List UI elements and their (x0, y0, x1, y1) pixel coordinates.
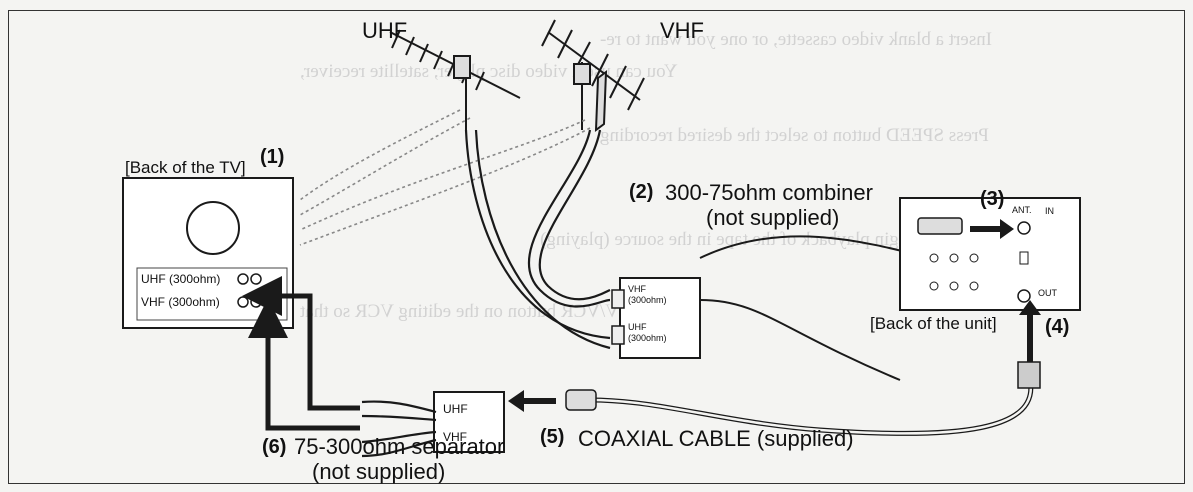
unit-title: [Back of the unit] (870, 314, 997, 333)
separator-to-tv-arrow (248, 298, 360, 431)
step-1-label: (1) (260, 146, 285, 168)
separator-name: 75-300ohm separator (294, 434, 505, 459)
antenna-down-leads (464, 129, 611, 350)
unit-ant-label: ANT. (1012, 205, 1032, 215)
combiner-vhf-port: VHF (628, 284, 646, 294)
separator-uhf-port: UHF (443, 402, 468, 416)
dotted-antenna-leads (299, 109, 591, 246)
step-2-label: (2) (629, 181, 654, 203)
step-3-label: (3) (980, 188, 1005, 210)
separator-box (361, 391, 505, 458)
separator-to-tv-arrow-upper (242, 276, 360, 411)
tv-title: [Back of the TV] (125, 158, 246, 177)
step-4-label: (4) (1045, 316, 1070, 338)
vhf-antenna-icon (541, 19, 645, 133)
direction-arrows (508, 219, 1041, 412)
diagram-frame (8, 10, 1185, 484)
tv-vhf-terminal-label: VHF (300ohm) (141, 295, 220, 309)
coaxial-cable-label: COAXIAL CABLE (supplied) (578, 426, 854, 451)
combiner-uhf-ohm: (300ohm) (628, 333, 667, 343)
separator-vhf-port: VHF (443, 430, 467, 444)
vcr-back-panel (899, 197, 1081, 311)
unit-in-label: IN (1045, 206, 1054, 216)
coaxial-cable (565, 361, 1041, 436)
combiner-uhf-port: UHF (628, 322, 647, 332)
step-5-label: (5) (540, 426, 565, 448)
combiner-note: (not supplied) (706, 205, 840, 230)
vhf-antenna-label: VHF (660, 18, 704, 43)
uhf-antenna-label: UHF (362, 18, 408, 43)
tv-back-panel (122, 177, 294, 329)
combiner-output-cable (699, 235, 931, 259)
ant-in-plug (917, 217, 963, 235)
separator-note: (not supplied) (312, 459, 446, 484)
combiner-box (611, 277, 901, 381)
tv-uhf-terminal-label: UHF (300ohm) (141, 272, 221, 286)
step-6-label: (6) (262, 436, 287, 458)
combiner-vhf-ohm: (300ohm) (628, 295, 667, 305)
combiner-name: 300-75ohm combiner (665, 180, 873, 205)
uhf-antenna-icon (389, 29, 521, 130)
unit-out-label: OUT (1038, 288, 1057, 298)
